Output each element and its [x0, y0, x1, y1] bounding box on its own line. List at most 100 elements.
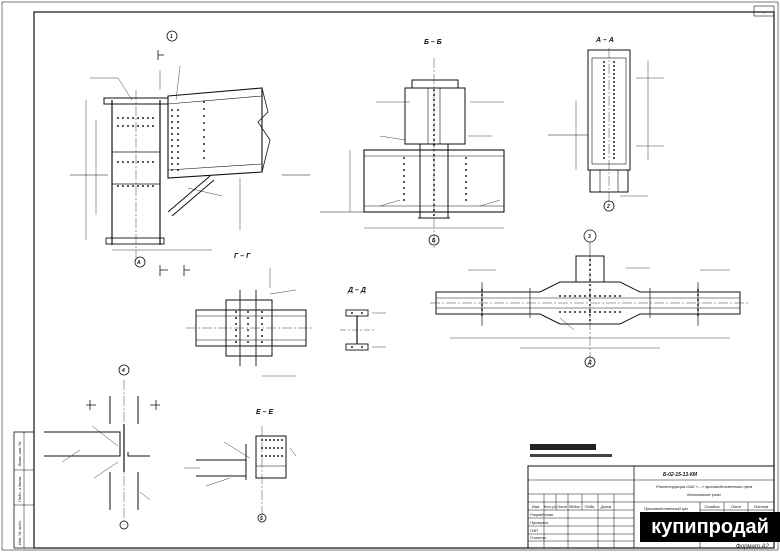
- bolt-mark: [122, 117, 124, 119]
- bolt-mark: [613, 93, 615, 95]
- row-label-list: Лист: [556, 504, 568, 509]
- bolt-mark: [433, 194, 435, 196]
- bolt-mark: [171, 133, 173, 135]
- bolt-mark: [265, 455, 267, 457]
- bolt-mark: [171, 163, 173, 165]
- bolt-mark: [261, 323, 263, 325]
- bolt-mark: [613, 157, 615, 159]
- bolt-mark: [589, 259, 591, 261]
- bolt-mark: [589, 309, 591, 311]
- bolt-mark: [604, 311, 606, 313]
- bolt-mark: [433, 169, 435, 171]
- bolt-mark: [603, 101, 605, 103]
- title-sheets-label: Листов: [753, 504, 769, 509]
- node-5-circle-label: 5: [260, 516, 263, 522]
- bolt-mark: [177, 115, 179, 117]
- bolt-mark: [603, 89, 605, 91]
- bolt-mark: [613, 77, 615, 79]
- bolt-mark: [351, 312, 353, 314]
- bolt-mark: [465, 169, 467, 171]
- bolt-mark: [589, 299, 591, 301]
- bolt-mark: [603, 65, 605, 67]
- bolt-mark: [433, 144, 435, 146]
- title-block-text: Б-02-15-13-КМ Реконструкция ОАО «...» пр…: [530, 472, 768, 540]
- bolt-mark: [433, 204, 435, 206]
- bolt-mark: [613, 101, 615, 103]
- bolt-mark: [403, 163, 405, 165]
- bolt-mark: [433, 124, 435, 126]
- bolt-mark: [481, 314, 483, 316]
- row-label-podp: Подп.: [585, 504, 596, 509]
- bolt-mark: [122, 185, 124, 187]
- section-aa-bolts: [603, 61, 615, 159]
- bolt-mark: [203, 129, 205, 131]
- sheet-number: 7: [763, 10, 766, 15]
- bolt-mark: [261, 439, 263, 441]
- node-1-bolts: [117, 101, 205, 187]
- bolt-mark: [433, 149, 435, 151]
- bolt-mark: [142, 185, 144, 187]
- title-stage-label: Стадия: [705, 504, 721, 509]
- bolt-mark: [609, 311, 611, 313]
- stamp-item-3: Инв. № подл.: [17, 520, 22, 545]
- bolt-mark: [361, 312, 363, 314]
- bolt-mark: [147, 185, 149, 187]
- bolt-mark: [235, 323, 237, 325]
- bolt-mark: [603, 153, 605, 155]
- bolt-mark: [603, 121, 605, 123]
- bolt-mark: [403, 181, 405, 183]
- bolt-mark: [171, 127, 173, 129]
- node-4-circle-label: 4: [121, 368, 125, 374]
- bolt-mark: [433, 184, 435, 186]
- bolt-mark: [203, 122, 205, 124]
- bolt-mark: [403, 175, 405, 177]
- bolt-mark: [433, 119, 435, 121]
- bolt-mark: [574, 311, 576, 313]
- bolt-mark: [433, 164, 435, 166]
- bolt-mark: [603, 93, 605, 95]
- title-block: [527, 465, 775, 549]
- bolt-mark: [613, 69, 615, 71]
- bolt-mark: [559, 295, 561, 297]
- node-3-bolts: [481, 259, 699, 321]
- bolt-mark: [281, 439, 283, 441]
- bolt-mark: [603, 97, 605, 99]
- title-line-3: Производственный цех: [644, 506, 689, 511]
- bolt-mark: [247, 311, 249, 313]
- bolt-mark: [142, 125, 144, 127]
- bolt-mark: [127, 185, 129, 187]
- bolt-mark: [603, 109, 605, 111]
- bolt-mark: [613, 121, 615, 123]
- bolt-mark: [247, 335, 249, 337]
- bolt-mark: [465, 193, 467, 195]
- bolt-mark: [269, 455, 271, 457]
- node-1-detail: [70, 30, 310, 276]
- bolt-mark: [584, 311, 586, 313]
- bolt-mark: [465, 199, 467, 201]
- bolt-mark: [171, 145, 173, 147]
- node-1-circle-label: 1: [170, 34, 173, 40]
- bolt-mark: [589, 264, 591, 266]
- bolt-mark: [281, 447, 283, 449]
- bolt-mark: [465, 187, 467, 189]
- bolt-mark: [574, 295, 576, 297]
- bolt-mark: [569, 311, 571, 313]
- notes-block: [530, 444, 612, 457]
- bolt-mark: [261, 329, 263, 331]
- bolt-mark: [604, 295, 606, 297]
- bolt-mark: [117, 117, 119, 119]
- bolt-mark: [235, 341, 237, 343]
- bolt-mark: [117, 185, 119, 187]
- row-label-doc: №док.: [569, 504, 581, 509]
- bolt-mark: [142, 117, 144, 119]
- section-ee-detail: [184, 426, 297, 523]
- bolt-mark: [171, 169, 173, 171]
- bolt-mark: [619, 311, 621, 313]
- bolt-mark: [203, 115, 205, 117]
- watermark-logo: купипродай: [640, 512, 780, 542]
- bolt-mark: [273, 455, 275, 457]
- node-3-detail: [430, 229, 748, 368]
- bolt-mark: [433, 114, 435, 116]
- bolt-mark: [589, 295, 591, 297]
- bolt-mark: [569, 295, 571, 297]
